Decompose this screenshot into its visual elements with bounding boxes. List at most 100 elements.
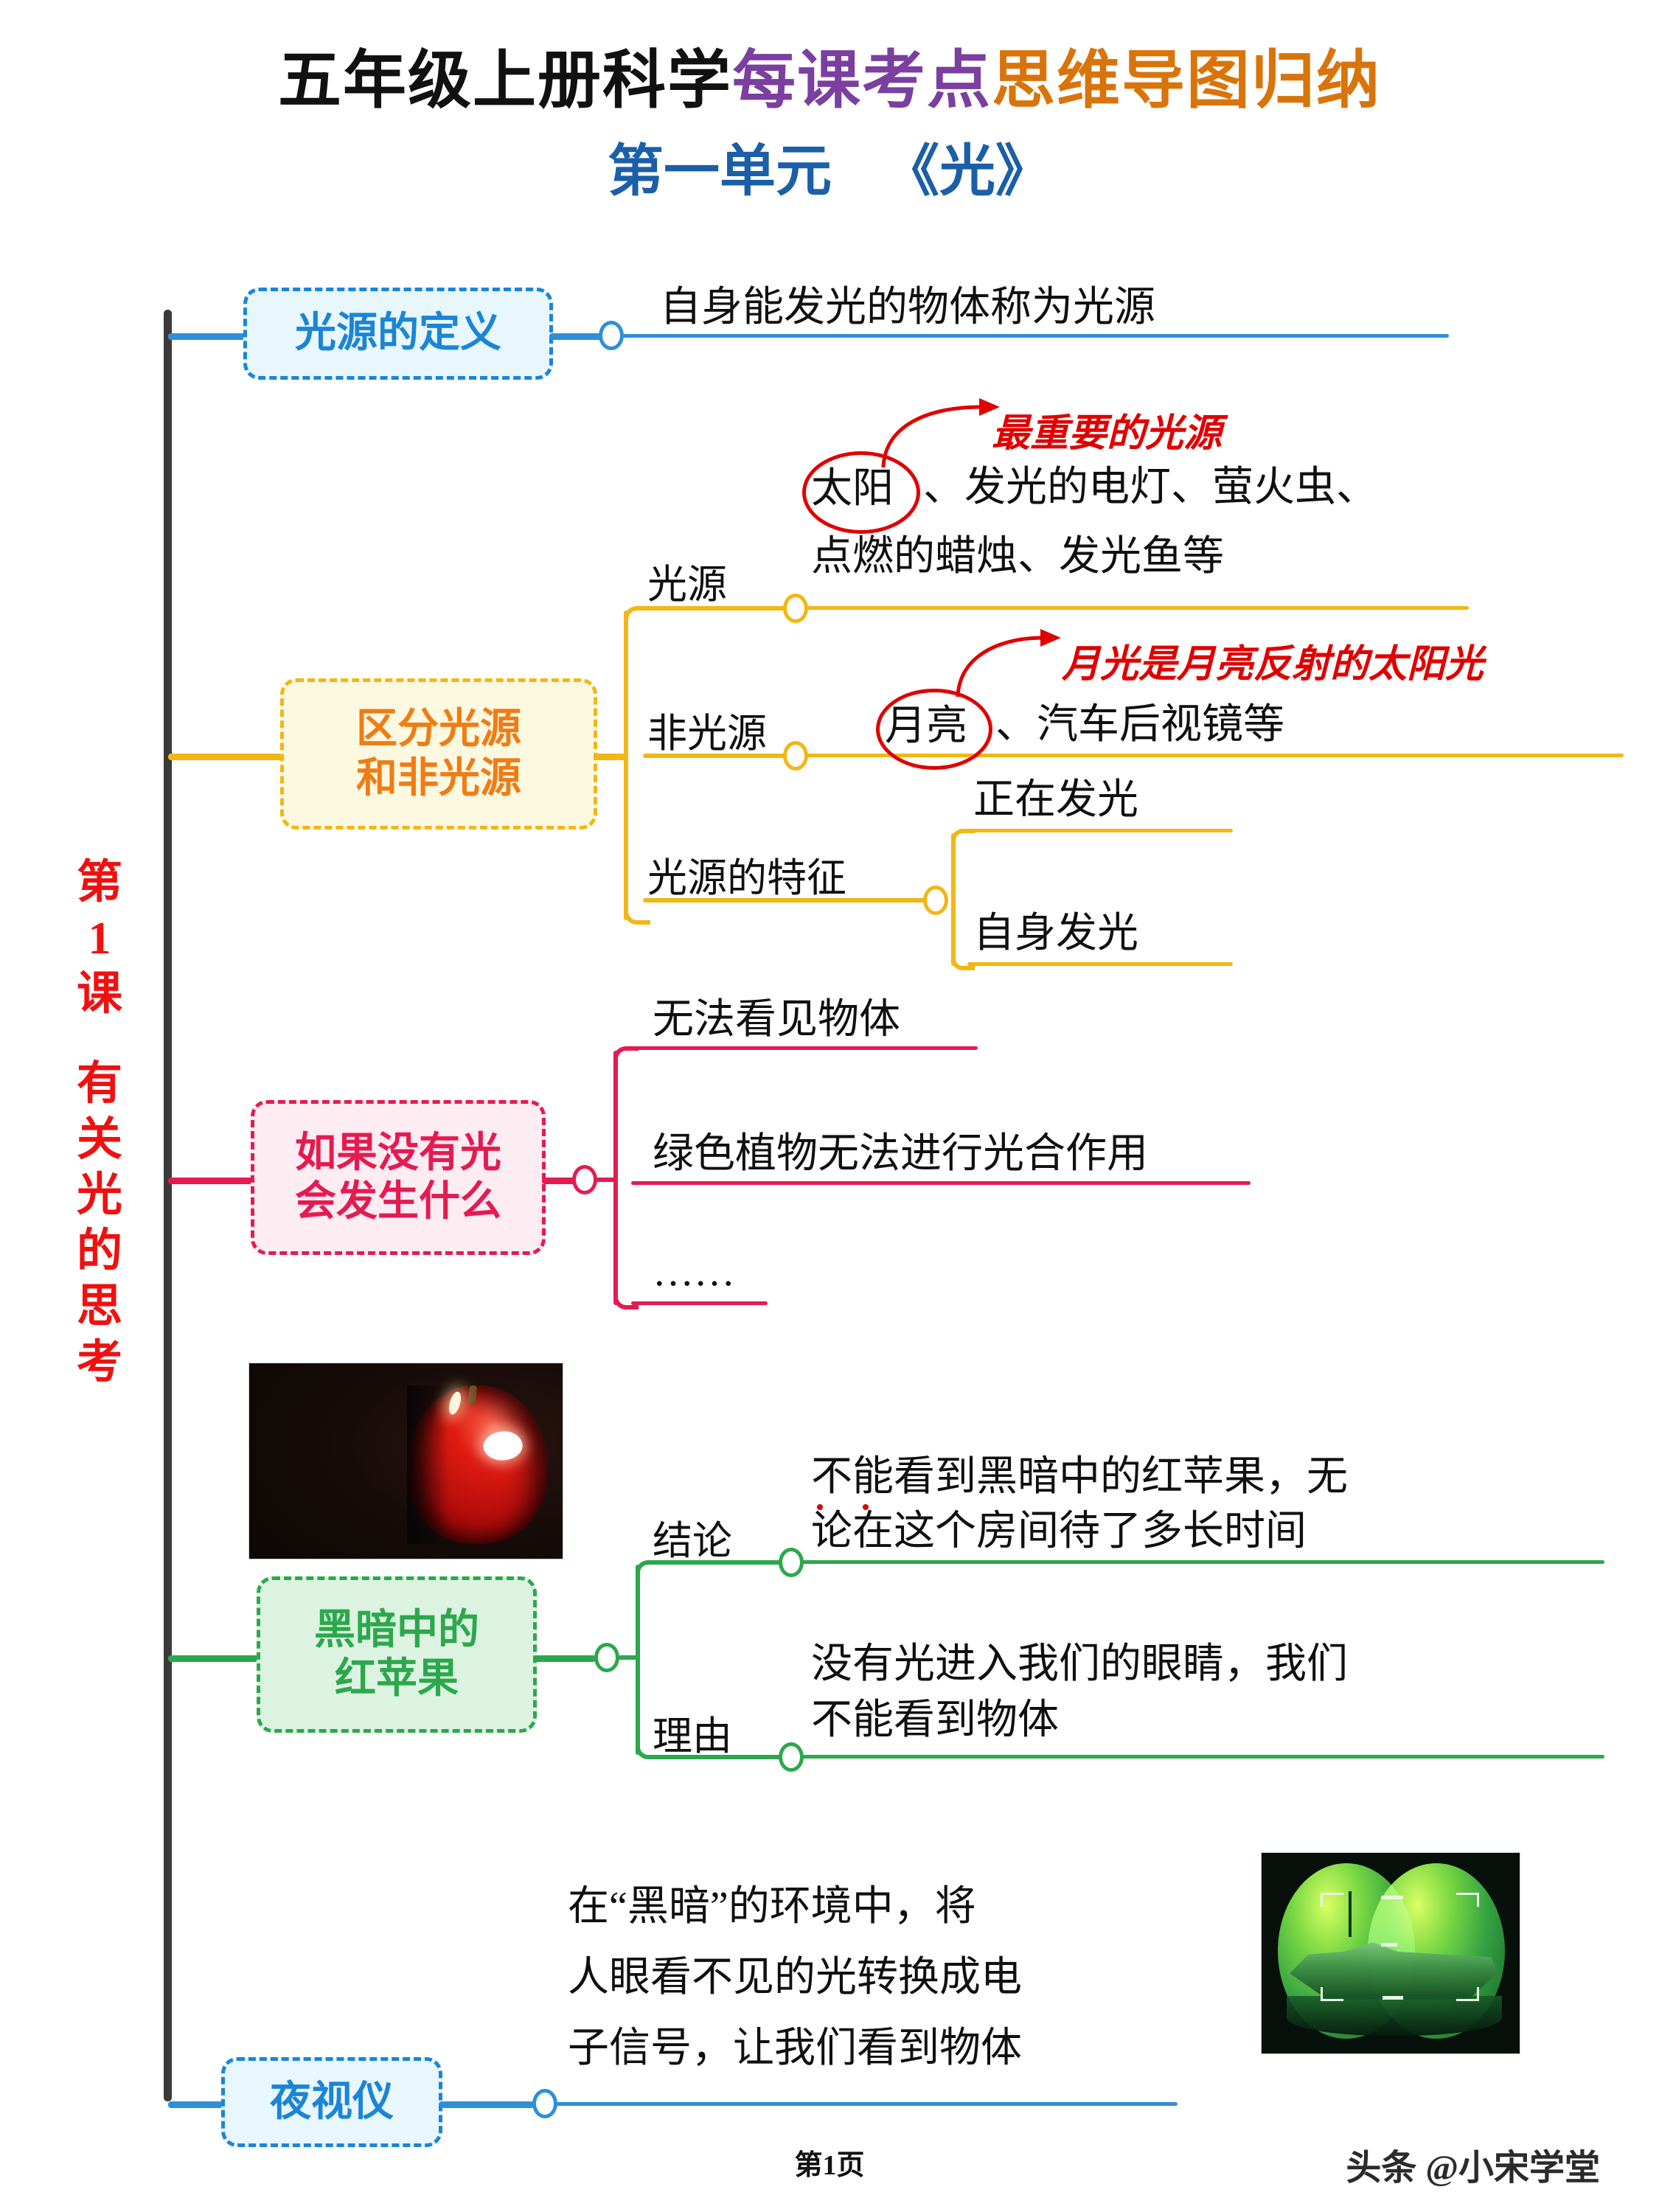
branch5-text-line3: 子信号，让我们看到物体: [568, 2025, 1022, 2071]
reticle-center-tick: [1381, 1943, 1397, 1947]
conclusion-label: 结论: [653, 1519, 732, 1563]
conclusion-text-line1: 不能看到黑暗中的红苹果，无: [811, 1451, 1348, 1503]
title-segment-black: 五年级上册科学: [278, 45, 732, 116]
branch3-spine-top-corner: [613, 1046, 639, 1071]
node-distinguish-light-sources[interactable]: 区分光源 和非光源: [280, 678, 597, 830]
subtitle-unit: 第一单元: [608, 141, 832, 203]
reason-line: [653, 1755, 786, 1759]
ship-mast: [1349, 1891, 1352, 1937]
conclusion-dot[interactable]: [779, 1548, 804, 1577]
branch3-item-3-text: ……: [653, 1249, 735, 1295]
branch2-stem-line: [168, 754, 286, 760]
branch2-spine-bottom-corner: [624, 898, 650, 925]
branch5-text-line2: 人眼看不见的光转换成电: [568, 1955, 1022, 2000]
apple-stem: [467, 1385, 478, 1405]
node-label-line1: 如果没有光: [295, 1128, 501, 1177]
reticle-bottom-tick: [1382, 1996, 1403, 2000]
sub-lightsource-text-line2: 点燃的蜡烛、发光鱼等: [811, 534, 1224, 580]
node-label: 夜视仪: [270, 2077, 394, 2126]
node-night-vision-device[interactable]: 夜视仪: [221, 2057, 442, 2147]
root-trunk-line: [164, 310, 172, 2101]
sub-lightsource-label: 光源: [647, 563, 727, 607]
branch4-spine-top-corner: [636, 1560, 661, 1585]
apple-highlight-top: [446, 1390, 464, 1416]
branch5-underline: [554, 2102, 1178, 2106]
root-title-char-3: 光: [76, 1170, 122, 1221]
branch2-spine: [624, 611, 628, 920]
reticle-corner-bl: [1321, 1987, 1343, 2001]
sub-nonlightsource-underline: [805, 754, 1624, 757]
branch3-item-1-text: 无法看见物体: [653, 997, 900, 1043]
root-title-char-2: 关: [76, 1114, 122, 1165]
node-label-line2: 会发生什么: [295, 1178, 501, 1225]
sub-nonlightsource-dot[interactable]: [783, 741, 808, 771]
conclusion-emphasized-word: 不能: [811, 1454, 894, 1500]
node-what-happens-without-light[interactable]: 如果没有光 会发生什么: [251, 1100, 546, 1255]
branch4-node-dot[interactable]: [594, 1643, 619, 1672]
branch5-text-line1: 在“黑暗”的环境中，将: [568, 1884, 976, 1930]
branch5-out-line: [439, 2101, 535, 2108]
branch4-spine: [636, 1565, 640, 1755]
node-red-apple-in-dark[interactable]: 黑暗中的 红苹果: [257, 1576, 537, 1733]
root-title-char-5: 思: [76, 1281, 122, 1332]
red-arrow-to-moon-annotation: [956, 629, 1061, 698]
branch4-out-line: [533, 1655, 596, 1662]
annotation-most-important-source: 最重要的光源: [992, 413, 1222, 455]
branch3-item-2-text: 绿色植物无法进行光合作用: [653, 1131, 1148, 1177]
node-label-line2: 和非光源: [356, 754, 521, 802]
branch3-spine-bottom-corner: [613, 1284, 639, 1310]
red-circle-sun: [802, 451, 920, 534]
branch1-node-dot[interactable]: [599, 321, 624, 350]
node-label-line1: 黑暗中的: [314, 1605, 479, 1654]
branch5-stem-line: [168, 2101, 229, 2108]
feature-leaf-2-underline: [967, 962, 1233, 966]
feature-leaf-1-text: 正在发光: [973, 777, 1138, 823]
page-subtitle: 第一单元《光》: [0, 125, 1659, 206]
watermark: 头条 @小宋学堂: [1346, 2149, 1600, 2188]
branch3-stem-line: [168, 1178, 257, 1184]
root-line-1: 第: [76, 858, 122, 908]
branch4-stem-line: [168, 1655, 264, 1662]
sub-features-label: 光源的特征: [647, 856, 846, 900]
node-light-source-definition[interactable]: 光源的定义: [243, 288, 553, 380]
branch3-item-1-underline: [631, 1046, 978, 1050]
subtitle-topic: 《光》: [883, 141, 1051, 203]
branch1-item-text: 自身能发光的物体称为光源: [660, 285, 1155, 330]
root-node-label: 第 1 课 有 关 光 的 思 考: [44, 855, 155, 1391]
conclusion-underline: [801, 1560, 1604, 1564]
sub-features-dot[interactable]: [923, 886, 948, 915]
sub-lightsource-dot[interactable]: [783, 594, 808, 623]
conclusion-text-line2: 论在这个房间待了多长时间: [811, 1509, 1307, 1554]
branch3-dot-connect: [596, 1178, 618, 1182]
dark-red-apple-photo: [248, 1363, 563, 1559]
page-number: 第1页: [794, 2150, 865, 2181]
binocular-view: [1278, 1863, 1505, 2039]
branch5-node-dot[interactable]: [532, 2089, 557, 2118]
branch3-item-3-underline: [631, 1301, 768, 1305]
sub-lightsource-underline: [805, 606, 1469, 610]
reason-text-line1: 没有光进入我们的眼睛，我们: [811, 1641, 1348, 1687]
sub-nonlightsource-text: 、汽车后视镜等: [995, 702, 1284, 748]
sub-lightsource-text-line1: 、发光的电灯、萤火虫、: [923, 465, 1377, 510]
red-arrow-to-sun-annotation: [881, 398, 1000, 468]
reticle-top-tick: [1381, 1896, 1403, 1899]
water-surface: [1287, 1996, 1502, 2036]
branch3-item-2-underline: [631, 1181, 1251, 1185]
apple-shadow-side: [407, 1385, 448, 1544]
annotation-moonlight-reflection: 月光是月亮反射的太阳光: [1062, 644, 1484, 686]
branch4-dot-connect: [618, 1655, 640, 1660]
features-spine: [951, 833, 956, 966]
reason-dot[interactable]: [779, 1742, 804, 1772]
reticle-corner-br: [1456, 1987, 1479, 2001]
branch4-spine-bottom-corner: [636, 1734, 661, 1759]
reason-underline: [801, 1755, 1604, 1759]
feature-leaf-2-text: 自身发光: [973, 911, 1138, 956]
branch3-node-dot[interactable]: [572, 1165, 597, 1194]
branch1-underline: [623, 334, 1449, 338]
sub-features-line: [643, 898, 931, 902]
conclusion-line: [653, 1560, 786, 1565]
page-title: 五年级上册科学每课考点思维导图归纳: [0, 28, 1659, 120]
night-vision-warship-photo: [1261, 1852, 1520, 2054]
node-label-line2: 红苹果: [335, 1655, 459, 1703]
sub-lightsource-line: [643, 606, 790, 611]
